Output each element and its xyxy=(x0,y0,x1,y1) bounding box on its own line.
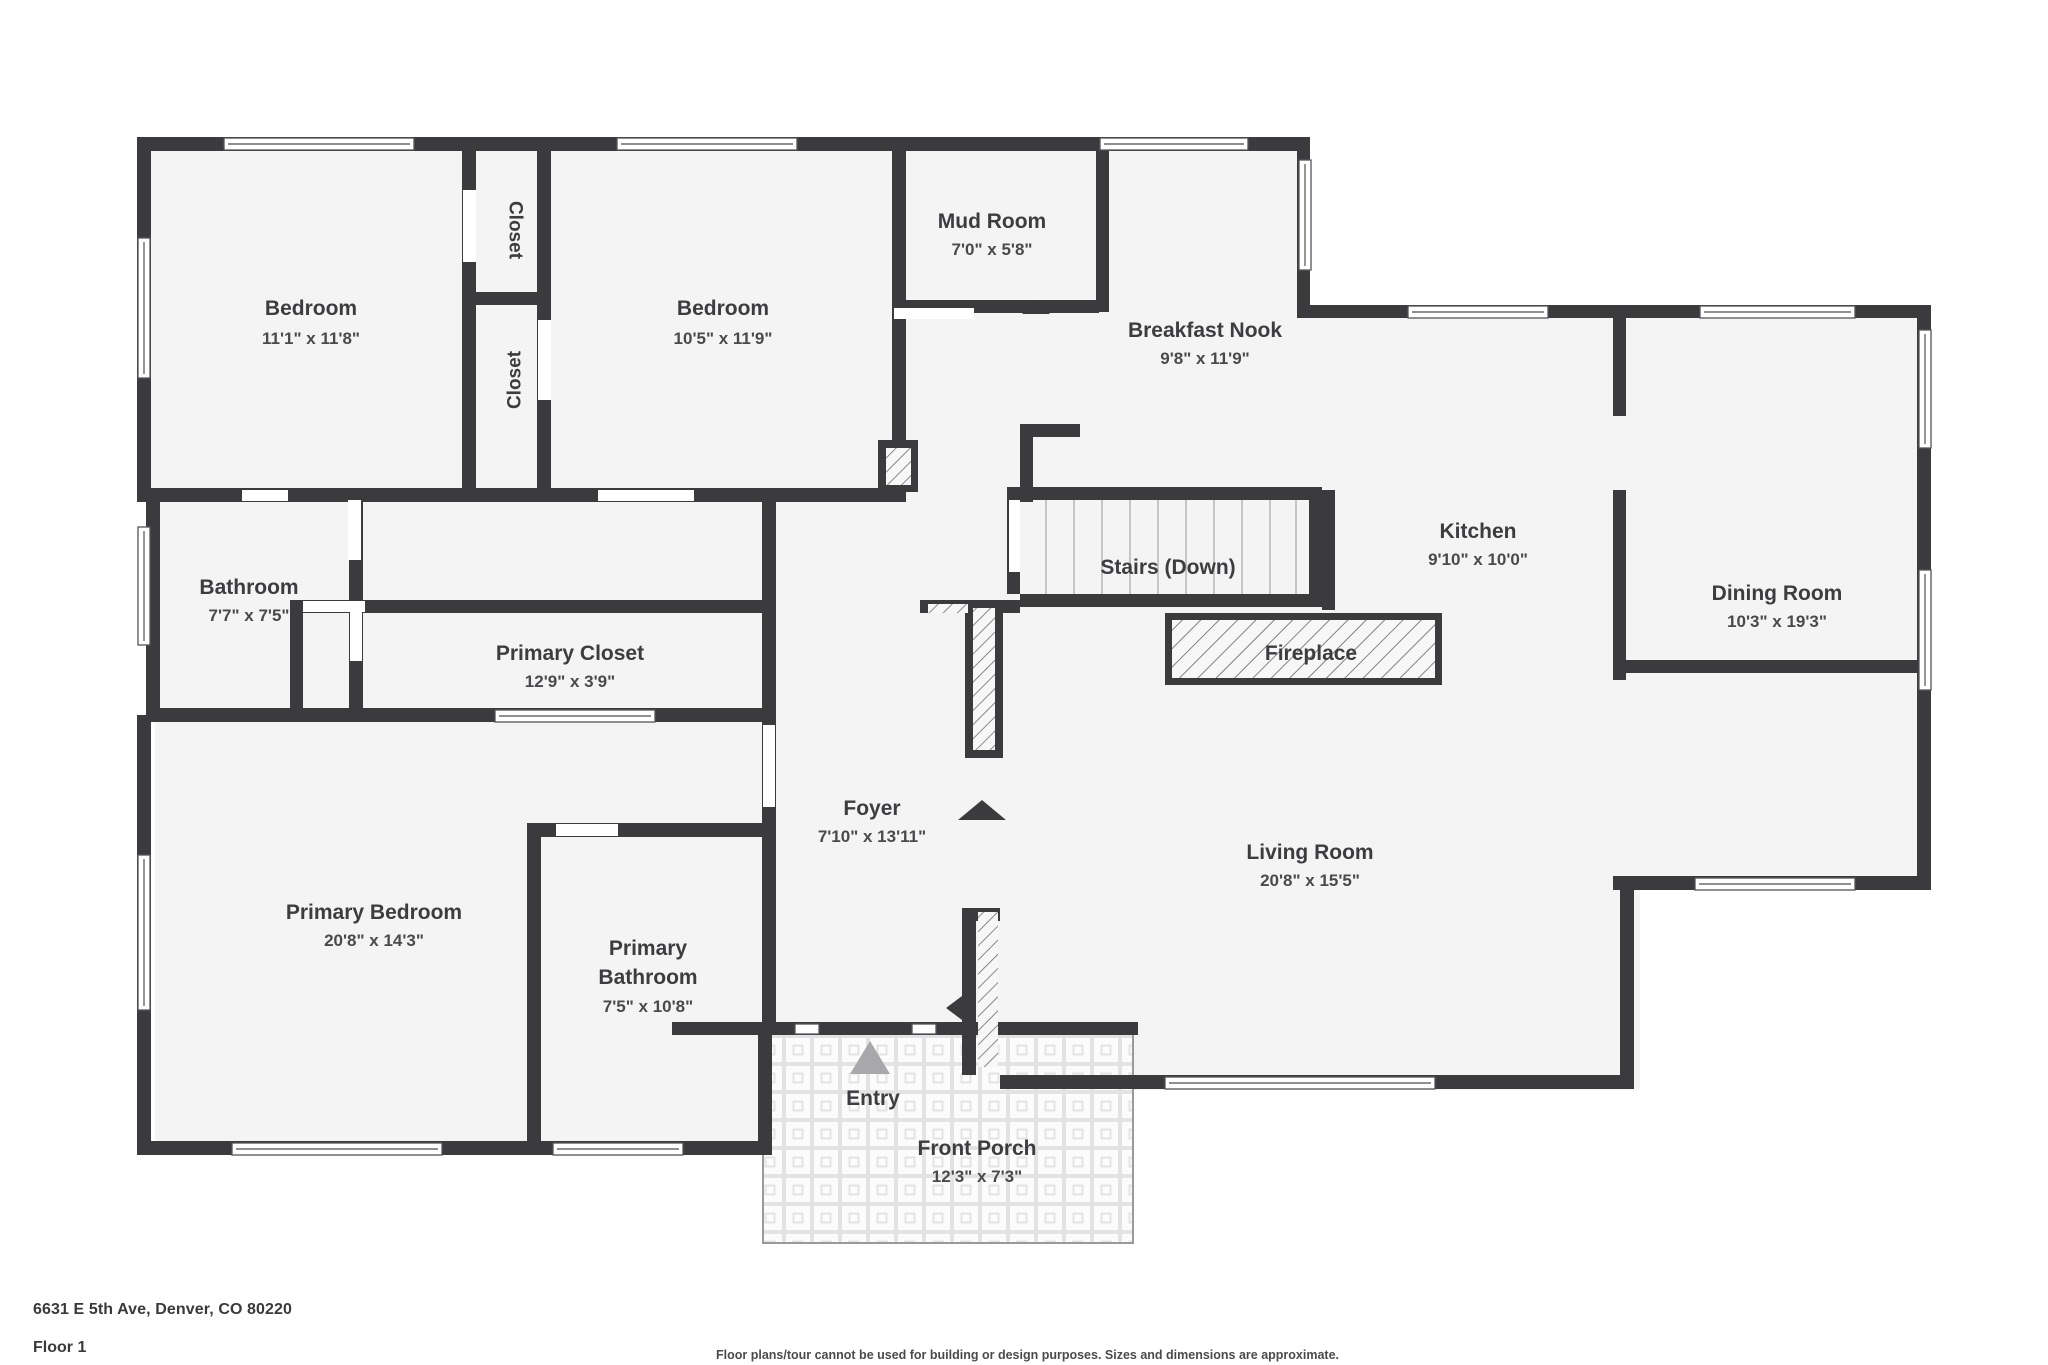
entry-door-right xyxy=(911,1023,937,1035)
chimney-shaft xyxy=(973,608,995,750)
windows xyxy=(137,137,1932,1156)
fill-living-lower xyxy=(1160,640,1640,1090)
fill-top-bedrooms xyxy=(146,145,906,500)
fireplace-hatch xyxy=(1172,620,1435,678)
door-bath-closet xyxy=(303,601,365,612)
door-hall-left xyxy=(242,490,288,501)
door-closet1 xyxy=(463,190,476,262)
disclaimer-text: Floor plans/tour cannot be used for buil… xyxy=(716,1348,1340,1362)
hatched-elements xyxy=(886,448,1435,1067)
floor-label: Floor 1 xyxy=(33,1339,87,1356)
door-closet2 xyxy=(538,320,551,400)
door-primary-bath xyxy=(556,824,618,836)
mudroom-arch-marker xyxy=(1022,300,1050,314)
property-address: 6631 E 5th Ave, Denver, CO 80220 xyxy=(33,1301,293,1318)
entry-direction-triangle xyxy=(850,1041,890,1074)
entry-door-left xyxy=(794,1023,820,1035)
door-foyer-primary xyxy=(763,725,775,807)
door-bathroom xyxy=(350,601,362,661)
fill-dining xyxy=(1620,310,1930,890)
door-stairs xyxy=(1009,500,1020,572)
chimney-small xyxy=(886,448,911,485)
chimney-ledge xyxy=(928,604,968,613)
fill-primary-block xyxy=(155,715,770,1155)
entry-jamb-hatch xyxy=(978,912,998,1067)
foyer-arch-marker xyxy=(958,800,1006,820)
door-mudroom xyxy=(894,308,974,319)
stair-treads xyxy=(1045,500,1297,594)
door-hall-upper xyxy=(598,490,694,501)
door-swing-marker xyxy=(946,996,962,1020)
door-openings xyxy=(242,190,1020,836)
fill-kitchen xyxy=(1300,310,1630,640)
door-bath-upper xyxy=(348,500,361,560)
fill-front-porch xyxy=(763,1033,1133,1243)
entry-doors xyxy=(794,300,1050,1035)
